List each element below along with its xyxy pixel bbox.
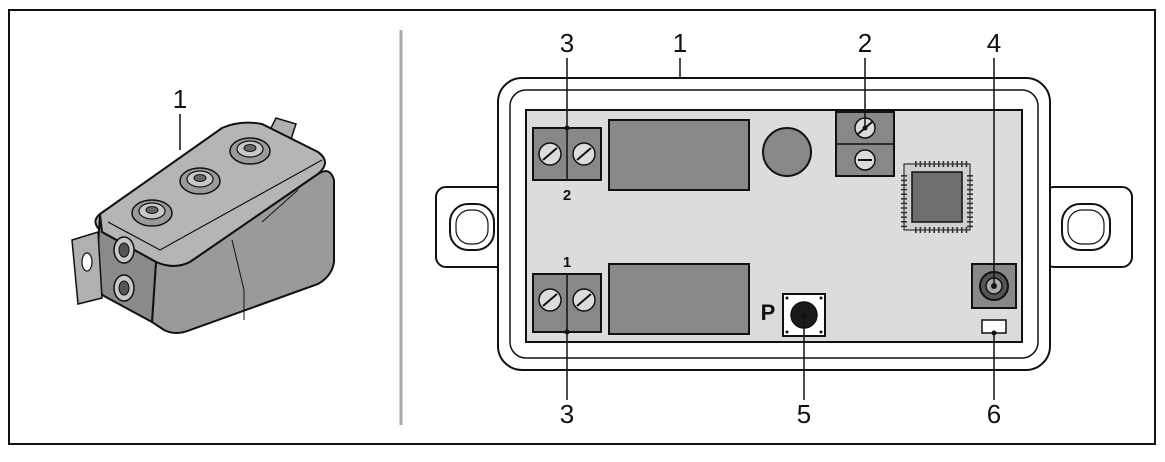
callout-program-button: 5: [797, 399, 811, 429]
chip-pin: [919, 161, 922, 167]
buzzer-component: [762, 127, 812, 177]
chip-pin: [942, 161, 945, 167]
callout-antenna-socket: 4: [987, 28, 1001, 58]
chip-pin: [967, 198, 973, 200]
chip-pin: [901, 188, 907, 191]
chip-pin: [915, 161, 917, 167]
chip-pin: [933, 161, 935, 167]
chip-pin: [933, 227, 935, 233]
chip-pin: [967, 193, 973, 195]
chip-pin: [901, 216, 907, 218]
microcontroller-chip: [901, 161, 973, 233]
terminal-block-top-left: [532, 127, 602, 181]
chip-pin: [901, 184, 907, 186]
chip-pin: [956, 161, 958, 167]
chip-pin: [967, 188, 973, 191]
chip-pin: [967, 225, 973, 228]
chip-pin: [901, 198, 907, 200]
chip-pin: [928, 227, 931, 233]
chip-pin: [967, 179, 973, 182]
chip-pin: [901, 221, 907, 223]
chip-pin: [947, 227, 949, 233]
cable-gland-icon: [113, 236, 135, 264]
callout-terminal-top-left: 3: [560, 28, 574, 58]
chip-pin: [967, 211, 973, 214]
housing-front-face: [150, 170, 335, 334]
chip-pin: [901, 202, 907, 205]
relay-bottom: [608, 263, 750, 335]
chip-pin: [961, 227, 963, 233]
chip-pin: [915, 227, 917, 233]
chip-pin: [901, 179, 907, 182]
chip-pin: [965, 161, 968, 167]
chip-pin: [967, 216, 973, 218]
chip-pin: [967, 184, 973, 186]
callout-terminal-top-right: 2: [858, 28, 872, 58]
housing-3d-illustration: [71, 117, 335, 334]
callout-terminal-bottom-left: 3: [560, 399, 574, 429]
chip-pin: [901, 175, 907, 177]
chip-pin: [967, 202, 973, 205]
relay-top: [608, 119, 750, 191]
chip-pin: [901, 207, 907, 209]
callout-housing-left: 1: [173, 84, 187, 114]
chip-pin: [938, 161, 940, 167]
chip-pin: [961, 161, 963, 167]
terminal-label-1: 1: [563, 254, 571, 271]
chip-pin: [951, 227, 954, 233]
chip-pin: [901, 225, 907, 228]
callout-lines: [564, 58, 997, 400]
chip-pin: [924, 227, 926, 233]
terminal-label-2: 2: [563, 187, 571, 204]
chip-pin: [947, 161, 949, 167]
chip-pin: [951, 161, 954, 167]
chip-pin: [901, 211, 907, 214]
cable-gland-icon: [179, 167, 221, 195]
chip-pin: [942, 227, 945, 233]
cable-gland-icon: [113, 274, 135, 302]
chip-pin: [919, 227, 922, 233]
terminal-block-bottom-left: [532, 273, 602, 333]
chip-pin: [924, 161, 926, 167]
chip-pin: [967, 175, 973, 177]
chip-pin: [928, 161, 931, 167]
cable-gland-icon: [131, 199, 173, 227]
cable-gland-icon: [229, 137, 271, 165]
chip-pin: [967, 221, 973, 223]
chip-pin: [965, 227, 968, 233]
button-label-p: P: [761, 300, 776, 325]
callout-housing-right: 1: [673, 28, 687, 58]
chip-pin: [956, 227, 958, 233]
chip-pin: [901, 193, 907, 195]
callout-led: 6: [987, 399, 1001, 429]
chip-pin: [938, 227, 940, 233]
chip-pin: [967, 207, 973, 209]
